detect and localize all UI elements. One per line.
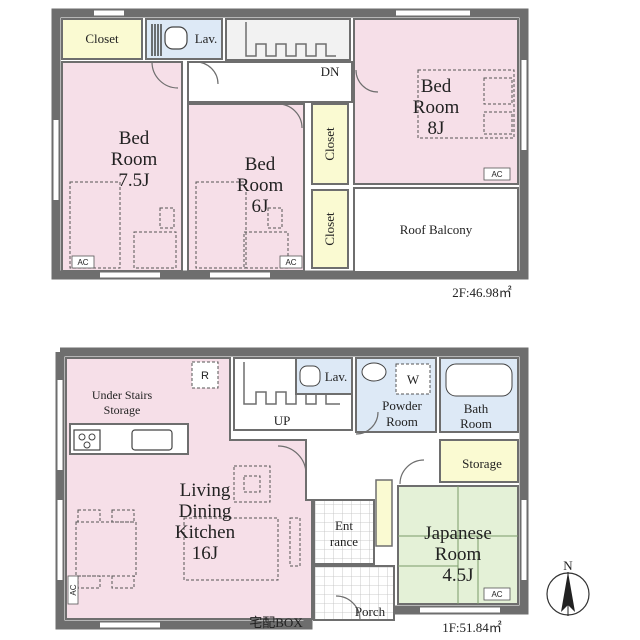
1f-washer-tag: W <box>407 372 420 387</box>
stove-burner <box>83 441 91 449</box>
1f-bath-line1: Bath <box>464 401 489 416</box>
2f-bed8-line3: 8J <box>428 118 445 139</box>
2f-bed75-line1: Bed <box>119 128 150 149</box>
1f-door-swings <box>277 411 425 621</box>
2f-door-swings <box>151 61 379 129</box>
1f-entrance <box>313 499 375 565</box>
2f-area-label: 2F:46.98㎡ <box>452 285 512 300</box>
stove-burner <box>78 433 86 441</box>
1f-area-label: 1F:51.84㎡ <box>442 620 502 635</box>
2f-ac-tag-1: AC <box>77 258 88 267</box>
first-floor-plan <box>55 347 529 630</box>
1f-refrigerator-tag: R <box>201 370 209 382</box>
1f-ac-tag-1: AC <box>69 584 78 595</box>
2f-windows <box>53 10 527 278</box>
north-compass-icon <box>546 572 590 616</box>
2f-bed6-line2: Room <box>237 175 284 196</box>
1f-ac-tag-box <box>67 575 79 605</box>
1f-japanese-line1: Japanese <box>424 523 492 544</box>
washer <box>395 363 431 395</box>
kitchen-stove <box>73 429 101 451</box>
1f-bath-line2: Room <box>460 416 492 431</box>
2f-lav-label: Lav. <box>195 31 218 46</box>
1f-furniture <box>75 465 301 589</box>
1f-ldk-line3: Kitchen <box>175 522 236 543</box>
1f-ldk-line4: 16J <box>192 543 218 564</box>
2f-ac-tags <box>71 167 511 269</box>
lav-grille <box>151 24 162 56</box>
2f-roof-balcony-label: Roof Balcony <box>400 222 473 237</box>
2f-closet-v2-label: Closet <box>322 212 337 246</box>
2f-closet-v1-label: Closet <box>322 127 337 161</box>
1f-under-stairs-line2: Storage <box>104 403 141 417</box>
2f-bed75-line2: Room <box>111 149 158 170</box>
2f-closet-top <box>61 18 143 60</box>
toilet-fixture <box>164 26 188 50</box>
2f-stair-dn-label: DN <box>321 64 340 79</box>
1f-ldk-line2: Dining <box>179 501 232 522</box>
2f-bed75-line3: 7.5J <box>118 170 149 191</box>
2f-closet-v2 <box>311 189 349 269</box>
1f-ldk-line1: Living <box>180 480 231 501</box>
2f-bed8-line2: Room <box>413 97 460 118</box>
2f-closet-top-label: Closet <box>85 31 119 46</box>
1f-japanese-line3: 4.5J <box>442 565 473 586</box>
1f-toilet-fixture <box>299 365 321 387</box>
1f-powder-line1: Powder <box>382 398 422 413</box>
2f-ac-tag-2: AC <box>285 258 296 267</box>
2f-ac-tag-3: AC <box>491 170 502 179</box>
1f-lav-label: Lav. <box>325 369 348 384</box>
2f-closet-v1 <box>311 103 349 185</box>
2f-bedroom-8 <box>353 18 519 185</box>
1f-storage <box>439 439 519 483</box>
2f-bedroom-75 <box>61 61 183 272</box>
2f-bed8-line1: Bed <box>421 76 452 97</box>
bathtub <box>445 363 513 397</box>
shoe-cabinet <box>375 479 393 547</box>
compass-north-label: N <box>563 558 573 573</box>
tatami-lines <box>398 486 518 604</box>
powder-basin <box>361 362 387 382</box>
2f-bed6-line3: 6J <box>252 196 269 217</box>
2f-roof-balcony <box>353 187 519 273</box>
1f-lav-room <box>295 357 353 395</box>
1f-entrance-line2: rance <box>330 534 358 549</box>
1f-powder-line2: Room <box>386 414 418 429</box>
second-floor-plan <box>51 8 529 280</box>
1f-ac-tag-2: AC <box>491 590 502 599</box>
1f-under-stairs-line1: Under Stairs <box>92 388 153 402</box>
1f-porch <box>313 565 395 621</box>
1f-windows <box>57 380 527 628</box>
2f-bed6-line1: Bed <box>245 154 276 175</box>
1f-storage-label: Storage <box>462 456 502 471</box>
2f-hall <box>187 61 353 103</box>
1f-stair-up-label: UP <box>274 413 291 428</box>
kitchen-sink <box>131 429 173 451</box>
1f-delivery-box-label: 宅配BOX <box>249 615 303 630</box>
1f-japanese-line2: Room <box>435 544 482 565</box>
1f-ac-tag-box-2 <box>483 587 511 601</box>
refrigerator <box>191 361 219 389</box>
1f-porch-label: Porch <box>355 604 386 619</box>
2f-furniture <box>69 69 515 269</box>
1f-entrance-line1: Ent <box>335 518 353 533</box>
stove-burner <box>88 433 96 441</box>
stair-treads <box>245 22 336 57</box>
